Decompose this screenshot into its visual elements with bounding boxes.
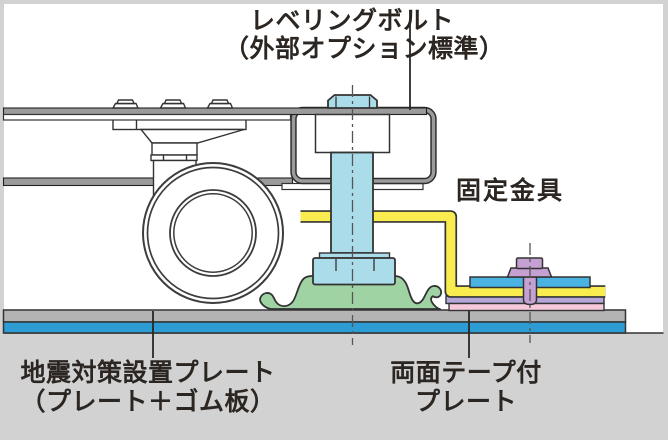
rubber-pad: [259, 275, 443, 310]
label-leveling-bolt-line2: （外部オプション標準）: [224, 34, 505, 63]
screw-cap: [206, 99, 234, 109]
label-tape-plate-line1: 両面テープ付: [390, 359, 542, 387]
label-leveling-bolt: レベリングボルト （外部オプション標準）: [224, 7, 505, 63]
floor: [3, 332, 665, 440]
label-tape-plate-line2: プレート: [414, 388, 517, 416]
label-seismic-plate-line2: （プレート＋ゴム板）: [20, 388, 276, 416]
seismic-plate: [2, 309, 627, 334]
bolt-foot: [312, 257, 396, 286]
wheel-hub: [169, 189, 257, 277]
screw-cap: [159, 99, 187, 109]
screw-cap: [111, 99, 140, 109]
label-seismic-plate: 地震対策設置プレート （プレート＋ゴム板）: [8, 359, 288, 417]
label-fixing-bracket: 固定金具: [456, 177, 565, 205]
label-leveling-bolt-line1: レベリングボルト: [249, 7, 454, 35]
caster-wheel: [142, 162, 284, 304]
screw-caps: [111, 99, 234, 109]
label-tape-plate: 両面テープ付 プレート: [366, 359, 566, 417]
label-seismic-plate-line1: 地震対策設置プレート: [20, 359, 276, 387]
